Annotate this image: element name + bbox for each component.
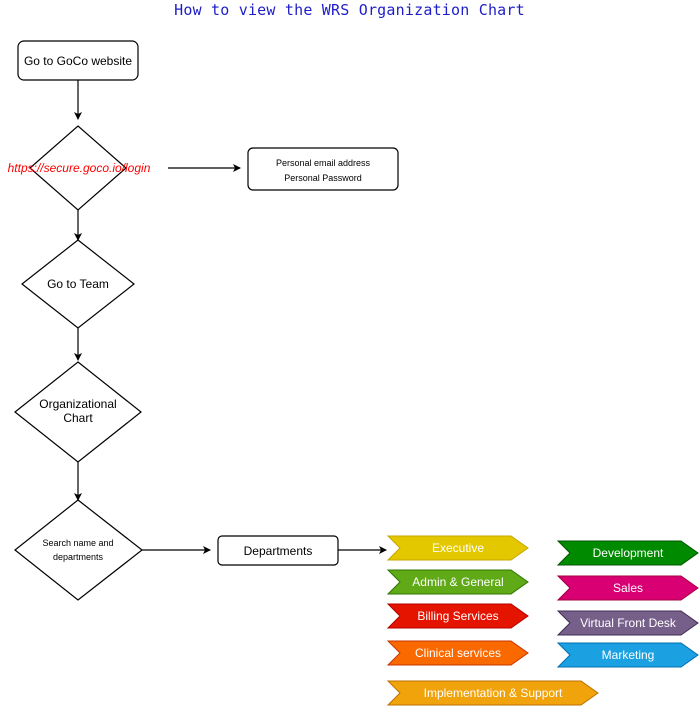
search-label-line2: departments [53, 552, 104, 562]
department-tag-billing-services: Billing Services [386, 603, 529, 629]
department-tag-clinical-services: Clinical services [386, 640, 529, 666]
department-tag-label: Implementation & Support [424, 686, 563, 700]
goco-website-label: Go to GoCo website [24, 54, 132, 68]
department-tag-shape [386, 569, 529, 595]
go-to-team-node: Go to Team [21, 239, 135, 329]
department-tag-shape [556, 540, 699, 566]
org-chart-label-line1: Organizational [39, 397, 116, 411]
department-tag-virtual-front-desk: Virtual Front Desk [556, 610, 699, 636]
org-chart-label-line2: Chart [63, 411, 93, 425]
department-tag-label: Sales [613, 581, 643, 595]
department-tag-shape [556, 610, 699, 636]
credentials-password-label: Personal Password [284, 173, 362, 183]
department-tag-implementation-support: Implementation & Support [386, 680, 599, 706]
department-tag-admin-general: Admin & General [386, 569, 529, 595]
search-label-line1: Search name and [42, 538, 113, 548]
org-chart-node: Organizational Chart [14, 361, 142, 463]
go-to-team-label: Go to Team [47, 277, 109, 291]
department-tag-shape [386, 680, 599, 706]
department-tag-shape [386, 535, 529, 561]
department-tag-label: Billing Services [417, 609, 498, 623]
goco-website-node: Go to GoCo website [17, 40, 139, 81]
departments-label: Departments [244, 544, 313, 558]
department-tag-shape [556, 575, 699, 601]
department-tag-label: Marketing [602, 648, 655, 662]
credentials-node: Personal email address Personal Password [247, 147, 399, 191]
department-tag-sales: Sales [556, 575, 699, 601]
department-tag-label: Admin & General [412, 575, 503, 589]
departments-node: Departments [217, 535, 339, 566]
department-tag-label: Clinical services [415, 646, 501, 660]
login-url-label: https://secure.goco.io/login [8, 161, 151, 175]
department-tag-shape [556, 642, 699, 668]
department-tag-shape [386, 603, 529, 629]
department-tag-marketing: Marketing [556, 642, 699, 668]
department-tag-executive: Executive [386, 535, 529, 561]
department-tag-shape [386, 640, 529, 666]
department-tag-development: Development [556, 540, 699, 566]
credentials-email-label: Personal email address [276, 158, 371, 168]
department-tag-label: Development [593, 546, 664, 560]
search-node: Search name and departments [14, 499, 143, 601]
department-tag-label: Virtual Front Desk [580, 616, 677, 630]
department-tag-label: Executive [432, 541, 484, 555]
login-url-node: https://secure.goco.io/login [8, 125, 151, 211]
diagram-title: How to view the WRS Organization Chart [174, 1, 525, 19]
